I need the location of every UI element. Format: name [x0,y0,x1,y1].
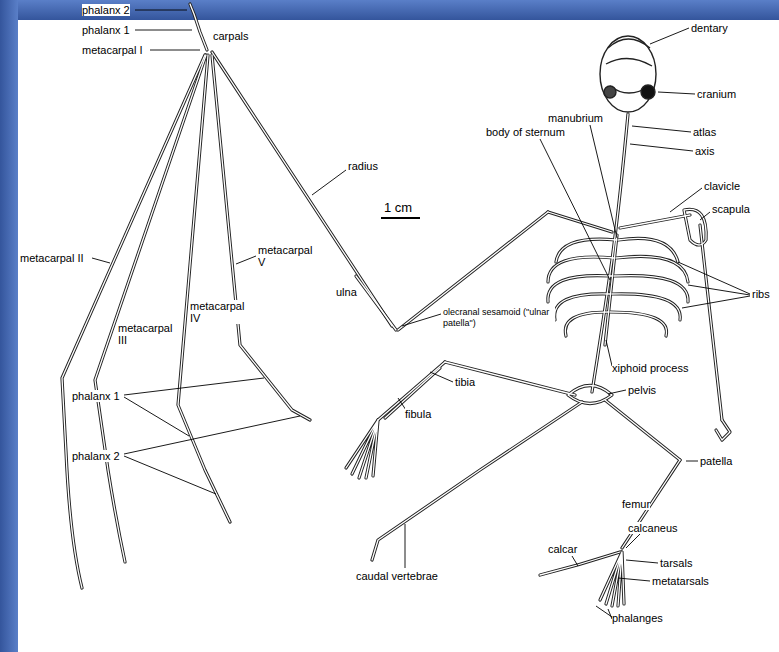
part-label: manubrium [548,112,603,124]
part-label: calcar [548,543,577,555]
part-label: phalanx 2 [82,4,130,16]
part-label: clavicle [704,180,740,192]
part-label: radius [348,160,378,172]
part-label: phalanges [612,612,663,624]
part-label: carpals [213,30,248,42]
part-label: metacarpal III [118,322,178,346]
part-label: pelvis [628,384,656,396]
part-label: phalanx 2 [72,450,120,462]
leader-lines [92,10,750,619]
bone-fill [62,4,730,606]
part-label: cranium [697,88,736,100]
part-label: xiphoid process [612,362,688,374]
part-label: 1 cm [384,200,412,215]
skull [600,36,656,112]
part-label: tarsals [660,557,692,569]
part-label: atlas [693,126,716,138]
part-label: metatarsals [652,575,709,587]
part-label: body of sternum [486,126,565,138]
part-label: metacarpal I [82,44,143,56]
part-label: phalanx 1 [82,24,130,36]
part-label: patella [700,455,732,467]
part-label: metacarpal II [20,252,84,264]
bone-outline [62,4,730,606]
part-label: metacarpal IV [190,300,250,324]
part-label: fibula [405,408,431,420]
part-label: ulna [336,286,357,298]
part-label: tibia [455,376,475,388]
part-label: scapula [712,203,750,215]
part-label: femur [622,498,650,510]
slide-band [0,0,18,652]
part-label: calcaneus [628,522,678,534]
part-label: caudal vertebrae [356,570,438,582]
part-label: dentary [691,22,728,34]
part-label: axis [695,145,715,157]
part-label: olecranal sesamoid ("ulnar patella") [443,307,555,329]
part-label: metacarpal V [258,244,318,268]
part-label: phalanx 1 [72,390,120,402]
part-label: ribs [752,288,770,300]
